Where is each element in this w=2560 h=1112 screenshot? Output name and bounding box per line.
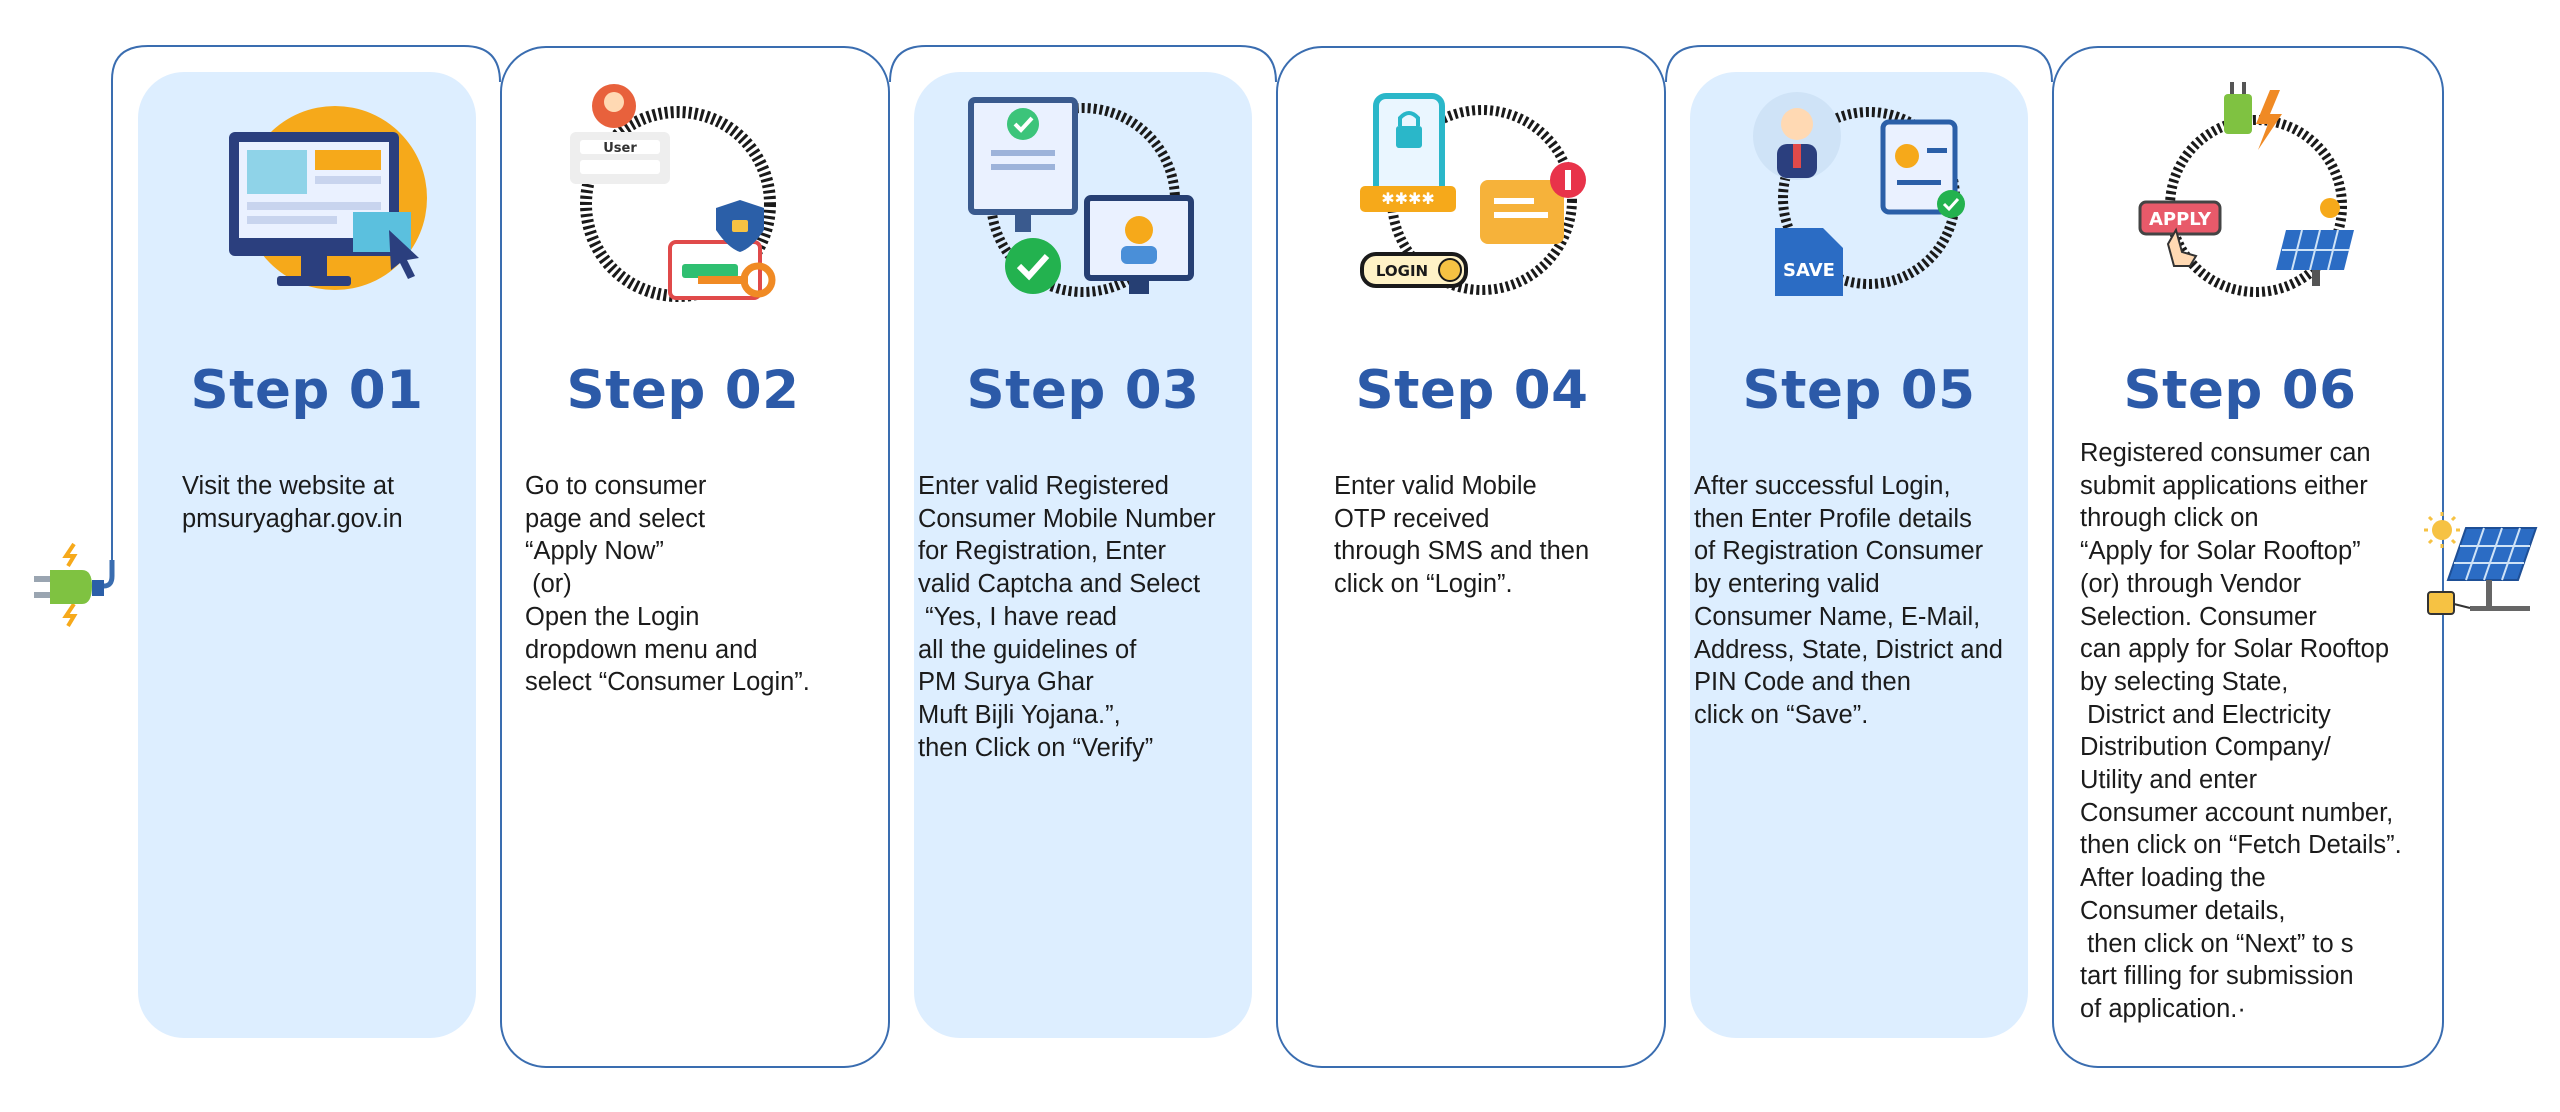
step-title: Step 05 bbox=[1742, 360, 1976, 421]
step-description: Enter valid Mobile OTP received through … bbox=[1334, 472, 1590, 599]
step-title: Step 04 bbox=[1355, 360, 1589, 421]
step-06-panel bbox=[2052, 46, 2444, 1068]
monitor-icon bbox=[229, 106, 427, 290]
step-02-panel bbox=[500, 46, 890, 1068]
save-label: SAVE bbox=[1783, 260, 1835, 281]
plug-icon bbox=[34, 542, 115, 628]
step-05-panel bbox=[1690, 72, 2028, 1038]
user-login-icon: User bbox=[570, 84, 776, 302]
profile-save-icon: SAVE bbox=[1753, 92, 1965, 296]
step-03-panel bbox=[914, 72, 1252, 1038]
step-title: Step 01 bbox=[190, 360, 424, 421]
solar-panel-icon bbox=[2424, 512, 2538, 615]
step-description: Registered consumer can submit applicati… bbox=[2080, 439, 2402, 1023]
step-description: Visit the website at pmsuryaghar.gov.in bbox=[182, 472, 403, 533]
apply-label: APPLY bbox=[2149, 209, 2212, 230]
step-04: ✱✱✱✱ LOGIN Step 04 Enter valid Mobile OT… bbox=[1292, 0, 1652, 1112]
verify-icon bbox=[968, 97, 1194, 297]
step-02: User Step 02 Go to consumer page and sel… bbox=[498, 0, 858, 1112]
step-description: Go to consumer page and select “Apply No… bbox=[525, 472, 810, 697]
apply-solar-icon: APPLY bbox=[2138, 82, 2354, 297]
user-label: User bbox=[603, 141, 637, 156]
step-03: Step 03 Enter valid Registered Consumer … bbox=[903, 0, 1263, 1112]
step-01: Step 01 Visit the website at pmsuryaghar… bbox=[127, 0, 487, 1112]
svg-text:✱✱✱✱: ✱✱✱✱ bbox=[1381, 189, 1435, 208]
step-title: Step 06 bbox=[2123, 360, 2357, 421]
step-description: After successful Login, then Enter Profi… bbox=[1694, 472, 2003, 729]
login-label: LOGIN bbox=[1376, 262, 1428, 280]
step-title: Step 02 bbox=[566, 360, 800, 421]
step-06: APPLY Step 06 Registered consumer can su… bbox=[2070, 0, 2430, 1112]
step-04-panel bbox=[1276, 46, 1666, 1068]
otp-login-icon: ✱✱✱✱ LOGIN bbox=[1360, 93, 1586, 295]
step-05: SAVE Step 05 After successful Login, the… bbox=[1679, 0, 2039, 1112]
step-description: Enter valid Registered Consumer Mobile N… bbox=[918, 472, 1216, 762]
step-title: Step 03 bbox=[966, 360, 1200, 421]
